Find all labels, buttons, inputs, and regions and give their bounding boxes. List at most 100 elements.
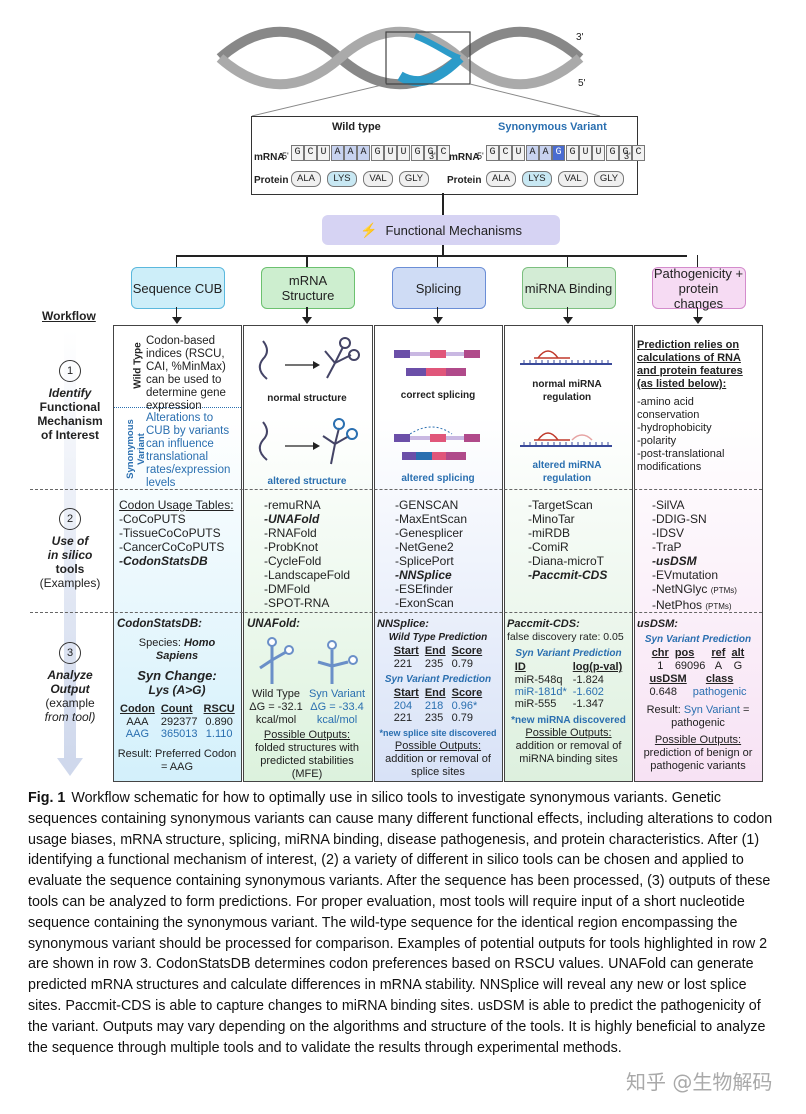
- patho-result-val: pathogenic: [671, 717, 725, 729]
- mrna-tool-item: -SPOT-RNA: [264, 596, 330, 610]
- nucleotide: C: [304, 145, 317, 161]
- patho-tool-item: -usDSM: [652, 554, 697, 568]
- patho-th: alt: [731, 647, 745, 659]
- amino-acid: VAL: [558, 171, 588, 187]
- row2-label: 2 Use of in silico tools (Examples): [30, 508, 110, 590]
- mrna-normal-structure-illustration: [258, 337, 360, 380]
- patho-out-title: usDSM:: [637, 618, 678, 630]
- mirna-td: miR-548q: [514, 674, 563, 686]
- mirna-out-title: Paccmit-CDS:: [507, 618, 580, 630]
- splice-tool-item: -MaxEntScan: [395, 512, 468, 526]
- patho-tool-item: -SilVA: [652, 498, 685, 512]
- mirna-td: -1.602: [572, 686, 604, 698]
- wt-3prime: 3': [429, 151, 436, 161]
- amino-acid: VAL: [363, 171, 393, 187]
- mirna-altered-label: altered miRNA regulation: [532, 460, 602, 484]
- figure-label: Fig. 1: [28, 790, 66, 806]
- splice-tool-item: -ExonScan: [395, 596, 454, 610]
- amino-acid: LYS: [522, 171, 552, 187]
- mrna-tool-item: -remuRNA: [264, 498, 321, 512]
- cub-tools-head: Codon Usage Tables:: [119, 498, 234, 512]
- patho-result: Result: Syn Variant = pathogenic: [637, 704, 759, 730]
- cub-td: 0.890: [205, 716, 233, 728]
- connector: [442, 193, 444, 215]
- mrna-out-title: UNAFold:: [247, 618, 301, 630]
- patho-features: -amino acid conservation -hydrophobicity…: [637, 396, 759, 474]
- splice-syn-pred: Syn Variant Prediction: [384, 674, 492, 685]
- nucleotide: U: [512, 145, 525, 161]
- mirna-th: ID: [514, 661, 526, 673]
- patho-td: A: [714, 660, 723, 672]
- splice-th: End: [424, 687, 446, 699]
- mrna-possible-text: folded structures with predicted stabili…: [255, 742, 359, 780]
- nucleotide: U: [592, 145, 605, 161]
- mirna-td: -1.824: [572, 674, 604, 686]
- cub-tool-item: -TissueCoCoPUTS: [119, 526, 221, 540]
- header-connector: [436, 255, 439, 267]
- wt-mrna-label: mRNA: [254, 152, 285, 163]
- mrna-syn-result: Syn Variant ΔG = -33.4 kcal/mol: [305, 688, 369, 727]
- cub-species-value: Homo Sapiens: [155, 637, 216, 662]
- dna-5prime-label: 5': [578, 78, 586, 89]
- altered-splicing-illustration: [394, 426, 480, 460]
- patho-tool-item: -TraP: [652, 540, 682, 554]
- nucleotide: A: [331, 145, 344, 161]
- header-arrow-line: [566, 307, 569, 317]
- splice-new-site: *new splice site discovered: [379, 728, 497, 738]
- cub-th: Count: [160, 703, 193, 715]
- cub-out-title: CodonStatsDB:: [117, 618, 202, 630]
- patho-tool-item: -DDIG-SN: [652, 512, 707, 526]
- patho-result-syn: Syn Variant: [683, 704, 740, 716]
- cub-mid-separator: [114, 407, 241, 408]
- column-header: Splicing: [391, 267, 486, 309]
- patho-td: 1: [657, 660, 664, 672]
- patho-possible-head: Possible Outputs:: [654, 734, 742, 746]
- mirna-syn-pred: Syn Variant Prediction: [515, 648, 622, 659]
- splice-td: 221: [393, 658, 413, 670]
- row1-label: 1 Identify Functional Mechanism of Inter…: [30, 360, 110, 442]
- patho-feature: -post-translational modifications: [637, 448, 725, 473]
- splice-th: Start: [393, 687, 419, 699]
- splice-td: 235: [424, 712, 444, 724]
- column-mirna: [504, 325, 633, 782]
- nucleotide: G: [291, 145, 304, 161]
- mirna-tool-item: -TargetScan: [528, 498, 593, 512]
- patho-td: 69096: [674, 660, 706, 672]
- mirna-tool-item: -Paccmit-CDS: [528, 568, 608, 582]
- header-connector: [566, 255, 569, 267]
- patho-th: pos: [674, 647, 695, 659]
- column-header: Sequence CUB: [130, 267, 225, 309]
- header-arrow-line: [436, 307, 439, 317]
- nucleotide: G: [606, 145, 619, 161]
- syn-protein-label: Protein: [447, 175, 482, 186]
- mirna-new-site: *new miRNA discovered: [511, 715, 626, 726]
- cub-syn-change-val: Lys (A>G): [148, 683, 206, 697]
- cub-tools: Codon Usage Tables: -CoCoPUTS -TissueCoC…: [119, 498, 239, 568]
- unafold-structures-illustration: [259, 637, 358, 684]
- splice-td: 235: [424, 658, 444, 670]
- row3-line2: Output: [50, 682, 90, 696]
- splice-possible-head: Possible Outputs:: [394, 740, 482, 752]
- patho-head: Prediction relies on calculations of RNA…: [637, 339, 743, 390]
- patho-syn-pred: Syn Variant Prediction: [644, 634, 752, 645]
- patho-ptm-note: (PTMs): [710, 586, 737, 595]
- cub-result: Result: Preferred Codon = AAG: [117, 748, 237, 773]
- row3-line3: (example: [45, 696, 95, 710]
- mrna-tool-item: -UNAFold: [264, 512, 320, 526]
- splice-td: 0.96*: [451, 700, 478, 712]
- dna-3prime-label: 3': [576, 32, 584, 43]
- header-arrow-head: [171, 317, 182, 324]
- cub-tool-item: -CodonStatsDB: [119, 554, 208, 568]
- nucleotide: C: [499, 145, 512, 161]
- caption-text: Workflow schematic for how to optimally …: [28, 790, 773, 1056]
- row1-number: 1: [59, 360, 81, 382]
- cub-syn-text: Alterations to CUB by variants can influ…: [146, 412, 231, 489]
- cub-td: AAA: [126, 716, 149, 728]
